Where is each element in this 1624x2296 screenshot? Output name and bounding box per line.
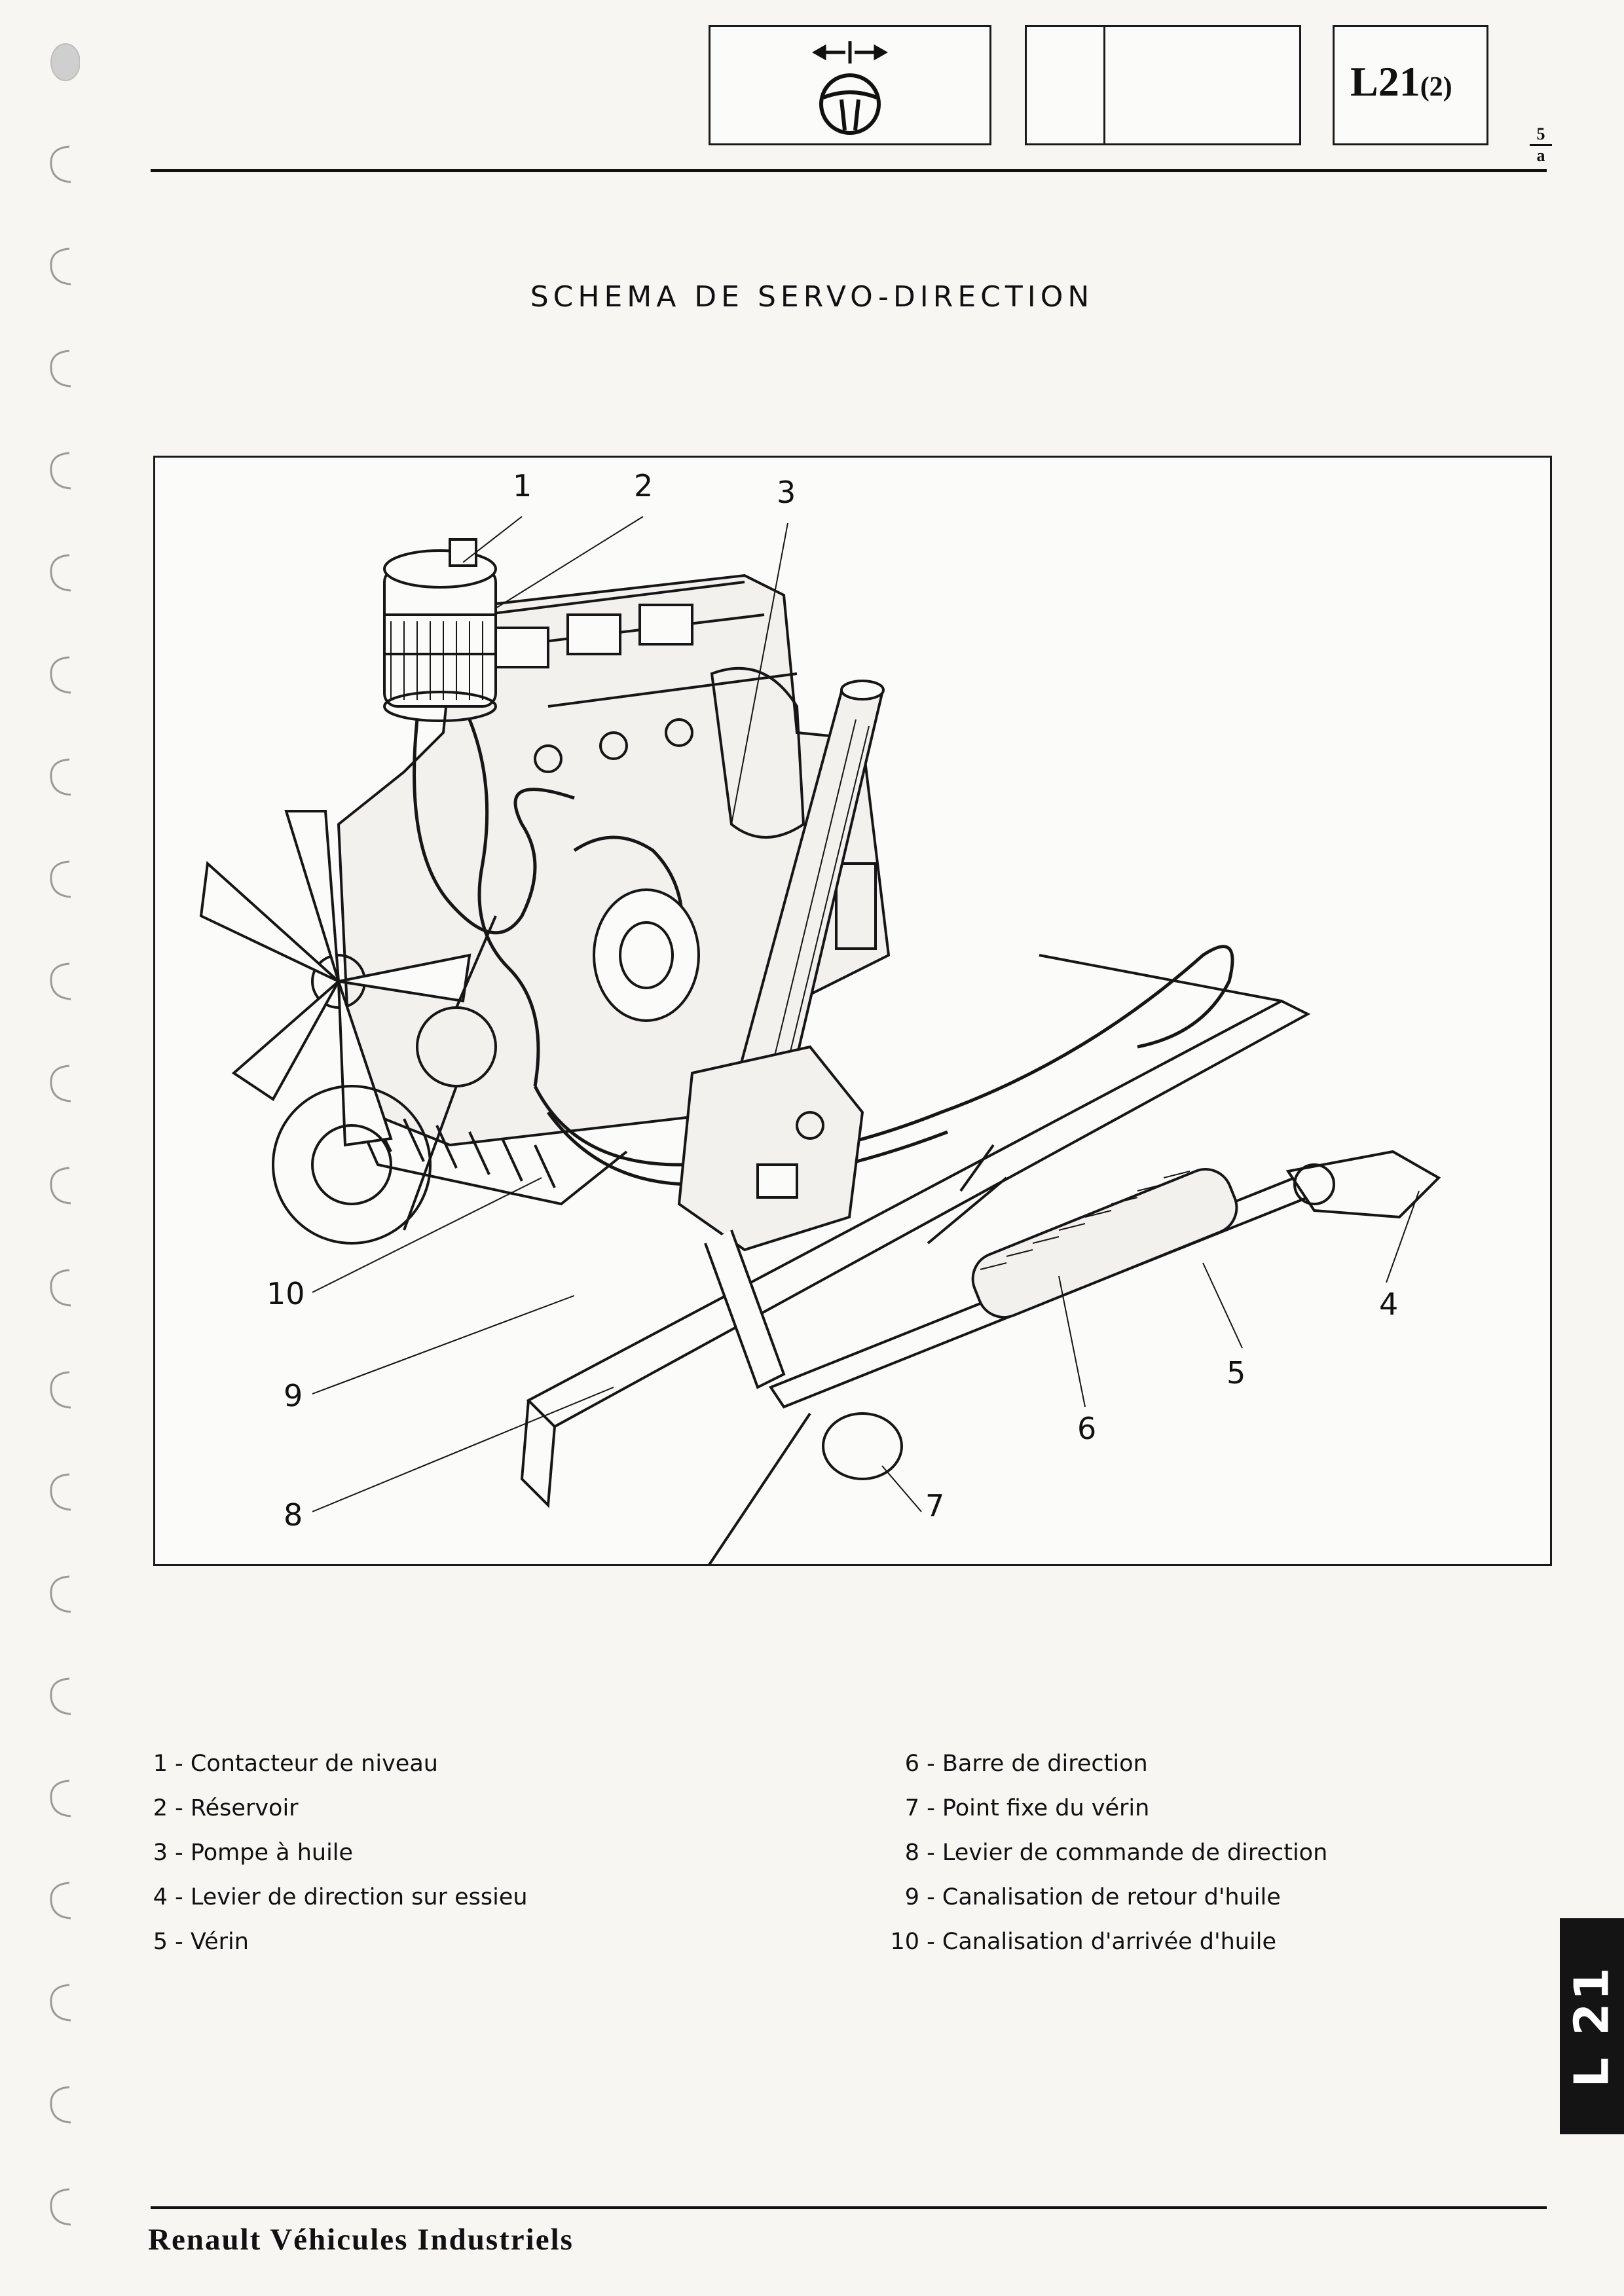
binder-hole (50, 1269, 71, 1307)
callout-5: 5 (1227, 1355, 1246, 1391)
steering-box (677, 1045, 864, 1252)
callout-10: 10 (267, 1276, 305, 1311)
legend-item: 3 - Pompe à huile (153, 1840, 354, 1866)
publisher-footer: Renault Véhicules Industriels (148, 2223, 574, 2257)
legend-item: 5 - Vérin (153, 1929, 249, 1955)
steering-wheel-icon (819, 73, 881, 135)
callout-1: 1 (513, 468, 532, 503)
callout-9: 9 (284, 1378, 303, 1413)
sheet-code: L21(2) (1350, 58, 1452, 105)
binder-hole (50, 2188, 71, 2226)
binder-hole (50, 1882, 71, 1920)
binder-hole (50, 860, 71, 898)
binder-hole (50, 1779, 71, 1817)
binder-hole-filled (50, 43, 80, 81)
legend-item: 10 - Canalisation d'arrivée d'huile (890, 1929, 1276, 1955)
binder-hole (50, 656, 71, 694)
sheet-code-box (1333, 25, 1488, 145)
section-tab: L 21 (1560, 1918, 1624, 2134)
legend-item: 1 - Contacteur de niveau (153, 1751, 438, 1777)
binder-hole (50, 145, 71, 183)
left-right-arrows-icon (811, 41, 889, 64)
callout-leaders (312, 516, 1420, 1512)
binder-hole (50, 1473, 71, 1511)
oil-pump (593, 888, 700, 1022)
binder-hole (50, 962, 71, 1000)
oil-reservoir (383, 538, 497, 722)
cooling-fan (199, 810, 497, 1245)
diagram-drawing (199, 516, 1441, 1564)
binder-hole (50, 247, 71, 285)
callout-8: 8 (284, 1497, 303, 1533)
binder-hole (50, 350, 71, 388)
legend-item: 6 - Barre de direction (904, 1751, 1148, 1777)
binder-hole (50, 2086, 71, 2124)
footer-rule (151, 2206, 1547, 2209)
steering-linkage (704, 1150, 1441, 1564)
binder-hole (50, 1575, 71, 1613)
legend-item: 7 - Point fixe du vérin (904, 1795, 1150, 1821)
power-steering-diagram: 1 2 3 4 5 6 7 8 9 10 (153, 456, 1552, 1566)
legend-right: 6 - Barre de direction 7 - Point fixe du… (883, 1741, 1327, 1964)
legend-left: 1 - Contacteur de niveau 2 - Réservoir 3… (149, 1741, 528, 1964)
callout-3: 3 (777, 475, 796, 510)
legend-item: 9 - Canalisation de retour d'huile (904, 1884, 1281, 1910)
callout-2: 2 (634, 468, 654, 503)
chassis-beam (520, 954, 1311, 1508)
header-rule (151, 169, 1547, 172)
callout-4: 4 (1379, 1286, 1399, 1322)
page-number: 5 a (1530, 124, 1552, 166)
binder-hole (50, 1167, 71, 1205)
legend-item: 4 - Levier de direction sur essieu (153, 1884, 528, 1910)
callout-6: 6 (1077, 1411, 1097, 1446)
callout-7: 7 (925, 1488, 945, 1523)
binder-hole (50, 1065, 71, 1102)
steering-symbol-box (709, 25, 991, 145)
legend-item: 8 - Levier de commande de direction (904, 1840, 1328, 1866)
binder-hole (50, 554, 71, 592)
binder-hole (50, 452, 71, 490)
blank-header-box (1025, 25, 1301, 145)
page-title: SCHEMA DE SERVO-DIRECTION (530, 280, 1094, 314)
binder-hole (50, 1371, 71, 1409)
binder-hole (50, 1984, 71, 2022)
binder-hole (50, 1677, 71, 1715)
legend-item: 2 - Réservoir (153, 1795, 299, 1821)
binder-hole (50, 758, 71, 796)
